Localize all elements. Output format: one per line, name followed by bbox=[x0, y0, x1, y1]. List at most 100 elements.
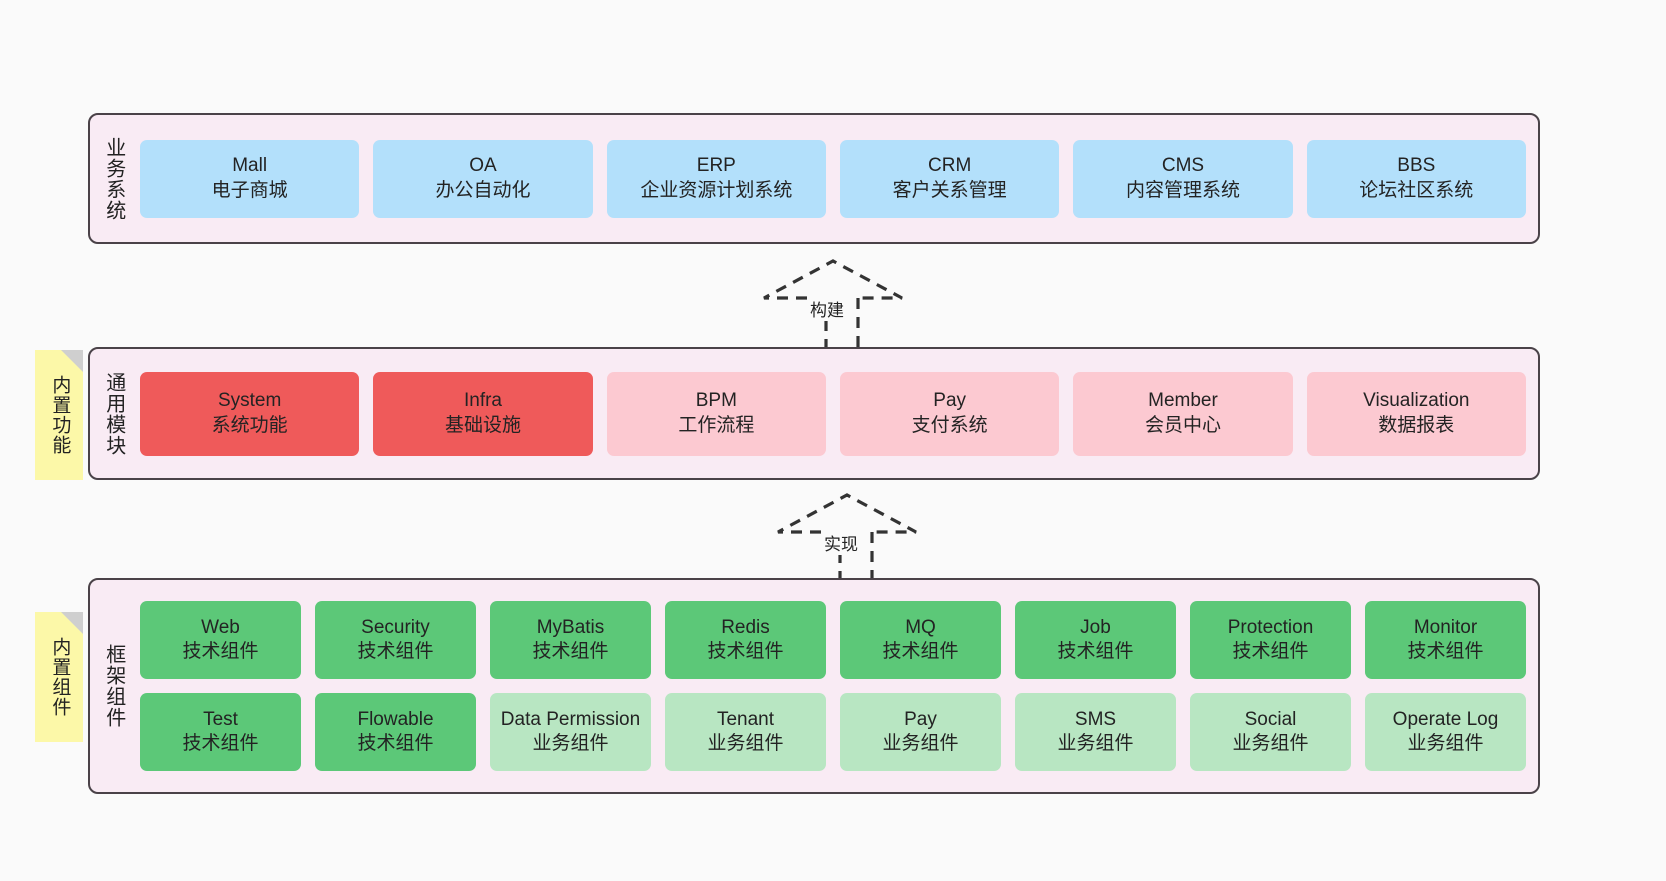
node-mq-name: MQ bbox=[905, 616, 936, 638]
node-cms[interactable]: CMS 内容管理系统 bbox=[1073, 139, 1293, 218]
connector-build: 构建 bbox=[758, 258, 908, 350]
node-member-name: Member bbox=[1148, 390, 1218, 412]
node-monitor-name: Monitor bbox=[1413, 616, 1478, 638]
node-tenant-sub: 业务组件 bbox=[707, 733, 784, 754]
node-operate-log[interactable]: Operate Log 业务组件 bbox=[1365, 693, 1526, 771]
node-visualization-sub: 数据报表 bbox=[1378, 414, 1455, 436]
node-erp[interactable]: ERP 企业资源计划系统 bbox=[606, 139, 826, 218]
node-pay-component[interactable]: Pay 业务组件 bbox=[840, 693, 1001, 771]
node-mybatis-sub: 技术组件 bbox=[532, 641, 609, 662]
node-security-name: Security bbox=[361, 616, 430, 638]
node-mq[interactable]: MQ 技术组件 bbox=[840, 601, 1001, 679]
node-oa-sub: 办公自动化 bbox=[435, 179, 531, 201]
node-tenant[interactable]: Tenant 业务组件 bbox=[665, 693, 826, 771]
node-mybatis[interactable]: MyBatis 技术组件 bbox=[490, 601, 651, 679]
node-web-sub: 技术组件 bbox=[182, 641, 259, 662]
node-monitor-sub: 技术组件 bbox=[1407, 641, 1484, 662]
node-social-name: Social bbox=[1244, 708, 1297, 730]
layer-framework-components: 框架组件 Web 技术组件 Security 技术组件 MyBatis 技术组件… bbox=[88, 578, 1540, 794]
connector-build-label: 构建 bbox=[808, 296, 846, 321]
node-flowable-name: Flowable bbox=[357, 708, 434, 730]
framework-row-business: Test 技术组件 Flowable 技术组件 Data Permission … bbox=[140, 693, 1526, 771]
node-operate-log-sub: 业务组件 bbox=[1407, 733, 1484, 754]
node-flowable[interactable]: Flowable 技术组件 bbox=[315, 693, 476, 771]
node-social-sub: 业务组件 bbox=[1232, 733, 1309, 754]
node-social[interactable]: Social 业务组件 bbox=[1190, 693, 1351, 771]
node-erp-sub: 企业资源计划系统 bbox=[640, 179, 793, 201]
node-redis-sub: 技术组件 bbox=[707, 641, 784, 662]
node-bpm[interactable]: BPM 工作流程 bbox=[606, 371, 826, 456]
node-test-name: Test bbox=[203, 708, 238, 730]
node-oa[interactable]: OA 办公自动化 bbox=[373, 139, 593, 218]
node-sms-sub: 业务组件 bbox=[1057, 733, 1134, 754]
connector-implement-label: 实现 bbox=[822, 530, 860, 555]
node-redis-name: Redis bbox=[721, 616, 770, 638]
connector-implement: 实现 bbox=[772, 492, 922, 582]
node-security-sub: 技术组件 bbox=[357, 641, 434, 662]
node-mq-sub: 技术组件 bbox=[882, 641, 959, 662]
sticky-note-builtin-functions: 内置功能 bbox=[35, 350, 83, 480]
node-operate-log-name: Operate Log bbox=[1392, 708, 1499, 730]
framework-row-tech: Web 技术组件 Security 技术组件 MyBatis 技术组件 Redi… bbox=[140, 601, 1526, 679]
node-test-sub: 技术组件 bbox=[182, 733, 259, 754]
layer-title-framework-components: 框架组件 bbox=[102, 644, 125, 728]
node-protection[interactable]: Protection 技术组件 bbox=[1190, 601, 1351, 679]
layer-body-business-systems: Mall 电子商城 OA 办公自动化 ERP 企业资源计划系统 CRM 客户关系… bbox=[136, 115, 1538, 242]
node-erp-name: ERP bbox=[696, 155, 736, 177]
node-pay-component-sub: 业务组件 bbox=[882, 733, 959, 754]
node-data-permission[interactable]: Data Permission 业务组件 bbox=[490, 693, 651, 771]
node-mall[interactable]: Mall 电子商城 bbox=[140, 139, 360, 218]
layer-body-common-modules: System 系统功能 Infra 基础设施 BPM 工作流程 Pay 支付系统… bbox=[136, 349, 1538, 478]
sticky-note-builtin-functions-text: 内置功能 bbox=[49, 375, 71, 455]
node-data-permission-name: Data Permission bbox=[500, 708, 641, 730]
node-pay-component-name: Pay bbox=[904, 708, 937, 730]
node-crm-sub: 客户关系管理 bbox=[892, 179, 1007, 201]
node-bbs[interactable]: BBS 论坛社区系统 bbox=[1306, 139, 1526, 218]
node-test[interactable]: Test 技术组件 bbox=[140, 693, 301, 771]
node-system-name: System bbox=[217, 390, 282, 412]
node-pay-module[interactable]: Pay 支付系统 bbox=[839, 371, 1060, 456]
node-sms-name: SMS bbox=[1074, 708, 1117, 730]
node-data-permission-sub: 业务组件 bbox=[532, 733, 609, 754]
node-crm[interactable]: CRM 客户关系管理 bbox=[839, 139, 1060, 218]
node-mall-sub: 电子商城 bbox=[211, 179, 288, 201]
node-flowable-sub: 技术组件 bbox=[357, 733, 434, 754]
node-bpm-sub: 工作流程 bbox=[678, 414, 755, 436]
node-member[interactable]: Member 会员中心 bbox=[1073, 371, 1293, 456]
node-cms-sub: 内容管理系统 bbox=[1125, 179, 1240, 201]
node-oa-name: OA bbox=[469, 155, 497, 177]
node-system-sub: 系统功能 bbox=[211, 414, 288, 436]
node-job[interactable]: Job 技术组件 bbox=[1015, 601, 1176, 679]
node-infra-name: Infra bbox=[463, 390, 502, 412]
node-visualization[interactable]: Visualization 数据报表 bbox=[1306, 371, 1526, 456]
node-system[interactable]: System 系统功能 bbox=[140, 371, 360, 456]
node-job-name: Job bbox=[1080, 616, 1111, 638]
note-fold-corner-icon bbox=[61, 612, 83, 634]
node-bbs-sub: 论坛社区系统 bbox=[1359, 179, 1474, 201]
node-infra-sub: 基础设施 bbox=[444, 414, 521, 436]
layer-title-business-systems: 业务系统 bbox=[102, 136, 125, 221]
node-sms[interactable]: SMS 业务组件 bbox=[1015, 693, 1176, 771]
node-security[interactable]: Security 技术组件 bbox=[315, 601, 476, 679]
layer-common-modules: 通用模块 System 系统功能 Infra 基础设施 BPM 工作流程 Pay… bbox=[88, 347, 1540, 480]
note-fold-corner-icon bbox=[61, 350, 83, 372]
node-mall-name: Mall bbox=[232, 155, 268, 177]
node-bbs-name: BBS bbox=[1397, 155, 1436, 177]
node-protection-sub: 技术组件 bbox=[1232, 641, 1309, 662]
node-monitor[interactable]: Monitor 技术组件 bbox=[1365, 601, 1526, 679]
node-member-sub: 会员中心 bbox=[1144, 414, 1221, 436]
node-redis[interactable]: Redis 技术组件 bbox=[665, 601, 826, 679]
node-infra[interactable]: Infra 基础设施 bbox=[373, 371, 593, 456]
layer-title-common-modules: 通用模块 bbox=[102, 371, 125, 456]
node-mybatis-name: MyBatis bbox=[536, 616, 605, 638]
node-pay-module-name: Pay bbox=[933, 390, 967, 412]
node-bpm-name: BPM bbox=[695, 390, 737, 412]
node-web[interactable]: Web 技术组件 bbox=[140, 601, 301, 679]
node-cms-name: CMS bbox=[1161, 155, 1205, 177]
sticky-note-builtin-components: 内置组件 bbox=[35, 612, 83, 742]
sticky-note-builtin-components-text: 内置组件 bbox=[49, 637, 71, 717]
layer-business-systems: 业务系统 Mall 电子商城 OA 办公自动化 ERP 企业资源计划系统 CRM… bbox=[88, 113, 1540, 244]
node-crm-name: CRM bbox=[928, 155, 972, 177]
node-pay-module-sub: 支付系统 bbox=[911, 414, 988, 436]
